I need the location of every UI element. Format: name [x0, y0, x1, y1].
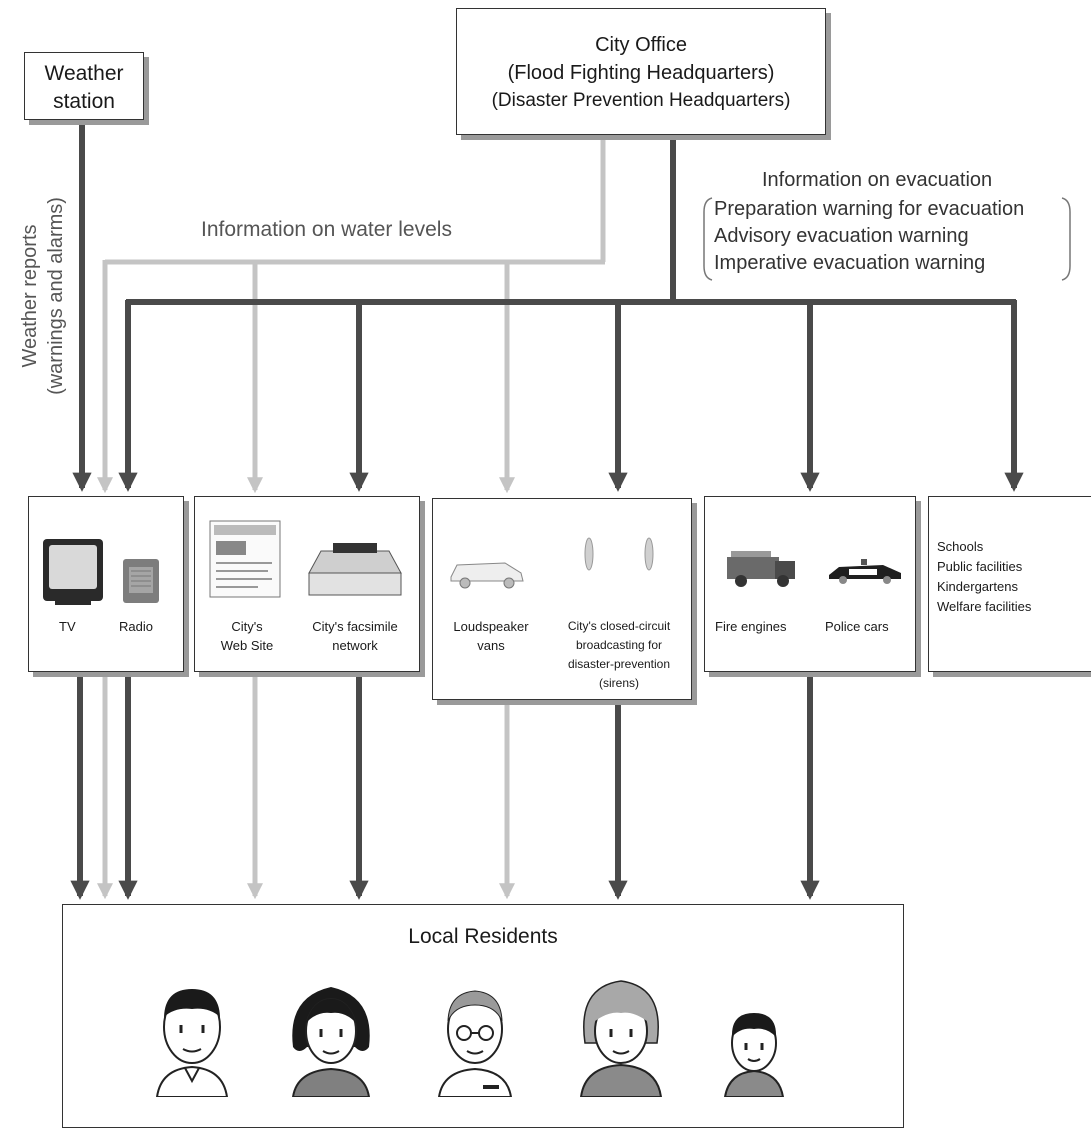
loudspeaker-label-line2: vans: [477, 638, 505, 653]
loudspeaker-cctv-box: Loudspeaker vans City's closed-circuit b…: [432, 498, 692, 700]
police-cars-label: Police cars: [825, 619, 889, 634]
web-site-icon: [209, 520, 281, 598]
evacuation-item-preparation: Preparation warning for evacuation: [714, 198, 1025, 220]
elderly-woman-icon: [579, 980, 663, 1097]
city-office-title: City Office: [595, 34, 687, 56]
fire-engine-icon: [727, 551, 795, 587]
local-residents-title: Local Residents: [408, 925, 558, 948]
cctv-label-line3: disaster-prevention: [567, 657, 671, 671]
web-site-label-line2: Web Site: [220, 638, 274, 653]
city-office-box: City Office (Flood Fighting Headquarters…: [456, 8, 826, 135]
tv-icon: [43, 539, 103, 605]
evacuation-item-imperative: Imperative evacuation warning: [714, 252, 986, 274]
web-site-label-line1: City's: [231, 619, 263, 634]
facilities-box: Schools Public facilities Kindergartens …: [928, 496, 1091, 672]
weather-station-box: Weather station: [24, 52, 144, 120]
facsimile-label-line1: City's facsimile: [312, 619, 398, 634]
facility-public: Public facilities: [937, 559, 1023, 574]
fire-engines-label: Fire engines: [715, 619, 787, 634]
water-levels-label: Information on water levels: [201, 218, 452, 241]
fire-police-box: Fire engines Police cars: [704, 496, 916, 672]
loudspeaker-label: Loudspeaker vans: [439, 617, 543, 655]
cctv-label-line4: (sirens): [598, 676, 639, 690]
weather-reports-line1: Weather reports: [19, 224, 41, 368]
facsimile-label-line2: network: [332, 638, 378, 653]
siren-icon: [584, 537, 654, 571]
water-level-lines: [96, 138, 606, 900]
facilities-list: Schools Public facilities Kindergartens …: [937, 537, 1031, 617]
evacuation-title: Information on evacuation: [762, 169, 993, 191]
elderly-man-icon: [437, 990, 513, 1097]
loudspeaker-van-icon: [450, 562, 524, 589]
police-car-icon: [829, 559, 901, 584]
weather-station-line1: Weather: [44, 62, 124, 85]
man-icon: [155, 989, 229, 1097]
cctv-label-line1: City's closed-circuit: [567, 619, 671, 633]
evacuation-bracket: [703, 197, 1071, 281]
facility-schools: Schools: [937, 539, 984, 554]
cctv-label-line2: broadcasting for: [575, 638, 663, 652]
city-office-disaster-hq: (Disaster Prevention Headquarters): [491, 90, 791, 111]
website-fax-box: City's Web Site City's facsimile network: [194, 496, 420, 672]
weather-reports-line2: (warnings and alarms): [45, 197, 67, 395]
facility-kindergartens: Kindergartens: [937, 579, 1018, 594]
evacuation-items: Preparation warning for evacuation Advis…: [714, 196, 1024, 277]
radio-icon: [123, 559, 159, 603]
evacuation-lines: [70, 122, 1024, 900]
facsimile-label: City's facsimile network: [295, 617, 415, 655]
loudspeaker-label-line1: Loudspeaker: [453, 619, 529, 634]
woman-icon: [291, 987, 371, 1097]
web-site-label: City's Web Site: [205, 617, 289, 655]
cctv-label: City's closed-circuit broadcasting for d…: [549, 617, 689, 693]
city-office-flood-hq: (Flood Fighting Headquarters): [507, 62, 775, 84]
tv-label: TV: [59, 619, 76, 634]
facility-welfare: Welfare facilities: [937, 599, 1032, 614]
facsimile-icon: [308, 543, 402, 596]
radio-label: Radio: [119, 619, 153, 634]
weather-station-line2: station: [53, 90, 115, 113]
local-residents-box: Local Residents: [62, 904, 904, 1128]
evacuation-item-advisory: Advisory evacuation warning: [714, 225, 969, 247]
tv-radio-box: TV Radio: [28, 496, 184, 672]
child-icon: [723, 1013, 785, 1097]
